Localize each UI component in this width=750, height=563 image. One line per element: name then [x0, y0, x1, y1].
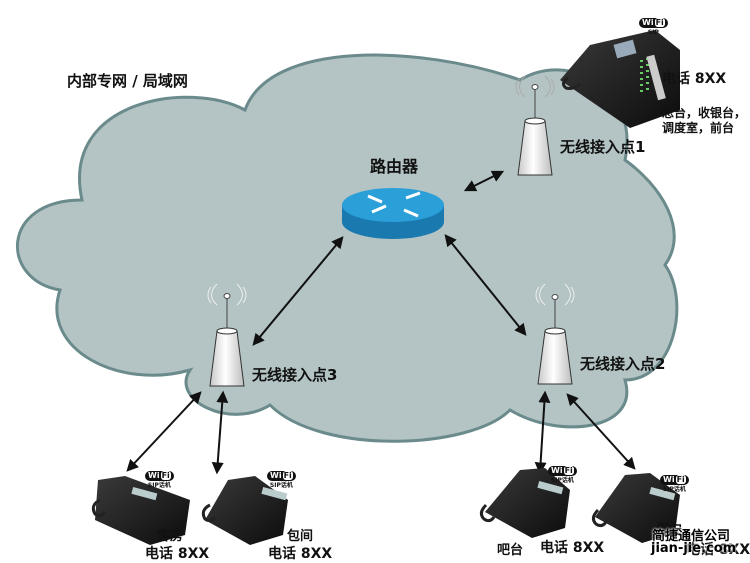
lan-cloud — [15, 53, 679, 443]
watermark-url: jian-jie.com — [651, 541, 737, 556]
access-point-3-label: 无线接入点3 — [252, 366, 338, 384]
phone-bar-role: 吧台 — [497, 543, 524, 558]
link-router-ap2 — [444, 234, 527, 336]
phone-privateroom-icon — [201, 476, 288, 545]
phone-guestroom-role: 客房 — [157, 529, 184, 544]
link-ap2-phone-security — [566, 393, 636, 470]
access-point-2-label: 无线接入点2 — [580, 355, 666, 373]
phone-privateroom-number: 电话 8XX — [268, 546, 333, 562]
phone-guestroom-icon — [91, 476, 190, 545]
access-point-1-icon — [515, 75, 555, 176]
link-router-ap3 — [252, 236, 344, 346]
access-point-1-label: 无线接入点1 — [560, 138, 646, 156]
phone-privateroom-role: 包间 — [287, 529, 314, 544]
access-point-3-icon — [207, 283, 247, 387]
access-point-2-icon — [535, 283, 575, 385]
phone-security-number: 电话 8XX — [686, 542, 750, 558]
phone-security-icon — [591, 473, 680, 543]
phone-security-role: 保安 — [656, 523, 683, 538]
phone-guestroom-number: 电话 8XX — [145, 546, 210, 562]
watermark-company: 简捷通信公司 — [652, 529, 731, 544]
router-icon — [342, 188, 444, 239]
link-ap3-phone-guestroom — [126, 391, 202, 472]
phone-top-role: 总台，收银台， 调度室，前台 — [662, 106, 747, 135]
phone-top-number: 电话 8XX — [662, 71, 727, 87]
link-ap3-phone-privateroom — [211, 390, 229, 475]
phone-bar-number: 电话 8XX — [540, 540, 605, 556]
router-label: 路由器 — [370, 157, 419, 176]
link-ap2-phone-bar — [534, 390, 551, 475]
phone-bar-icon — [479, 468, 570, 538]
network-label: 内部专网 / 局域网 — [67, 72, 188, 90]
phone-top-icon — [560, 30, 680, 128]
link-router-ap1 — [463, 170, 505, 192]
